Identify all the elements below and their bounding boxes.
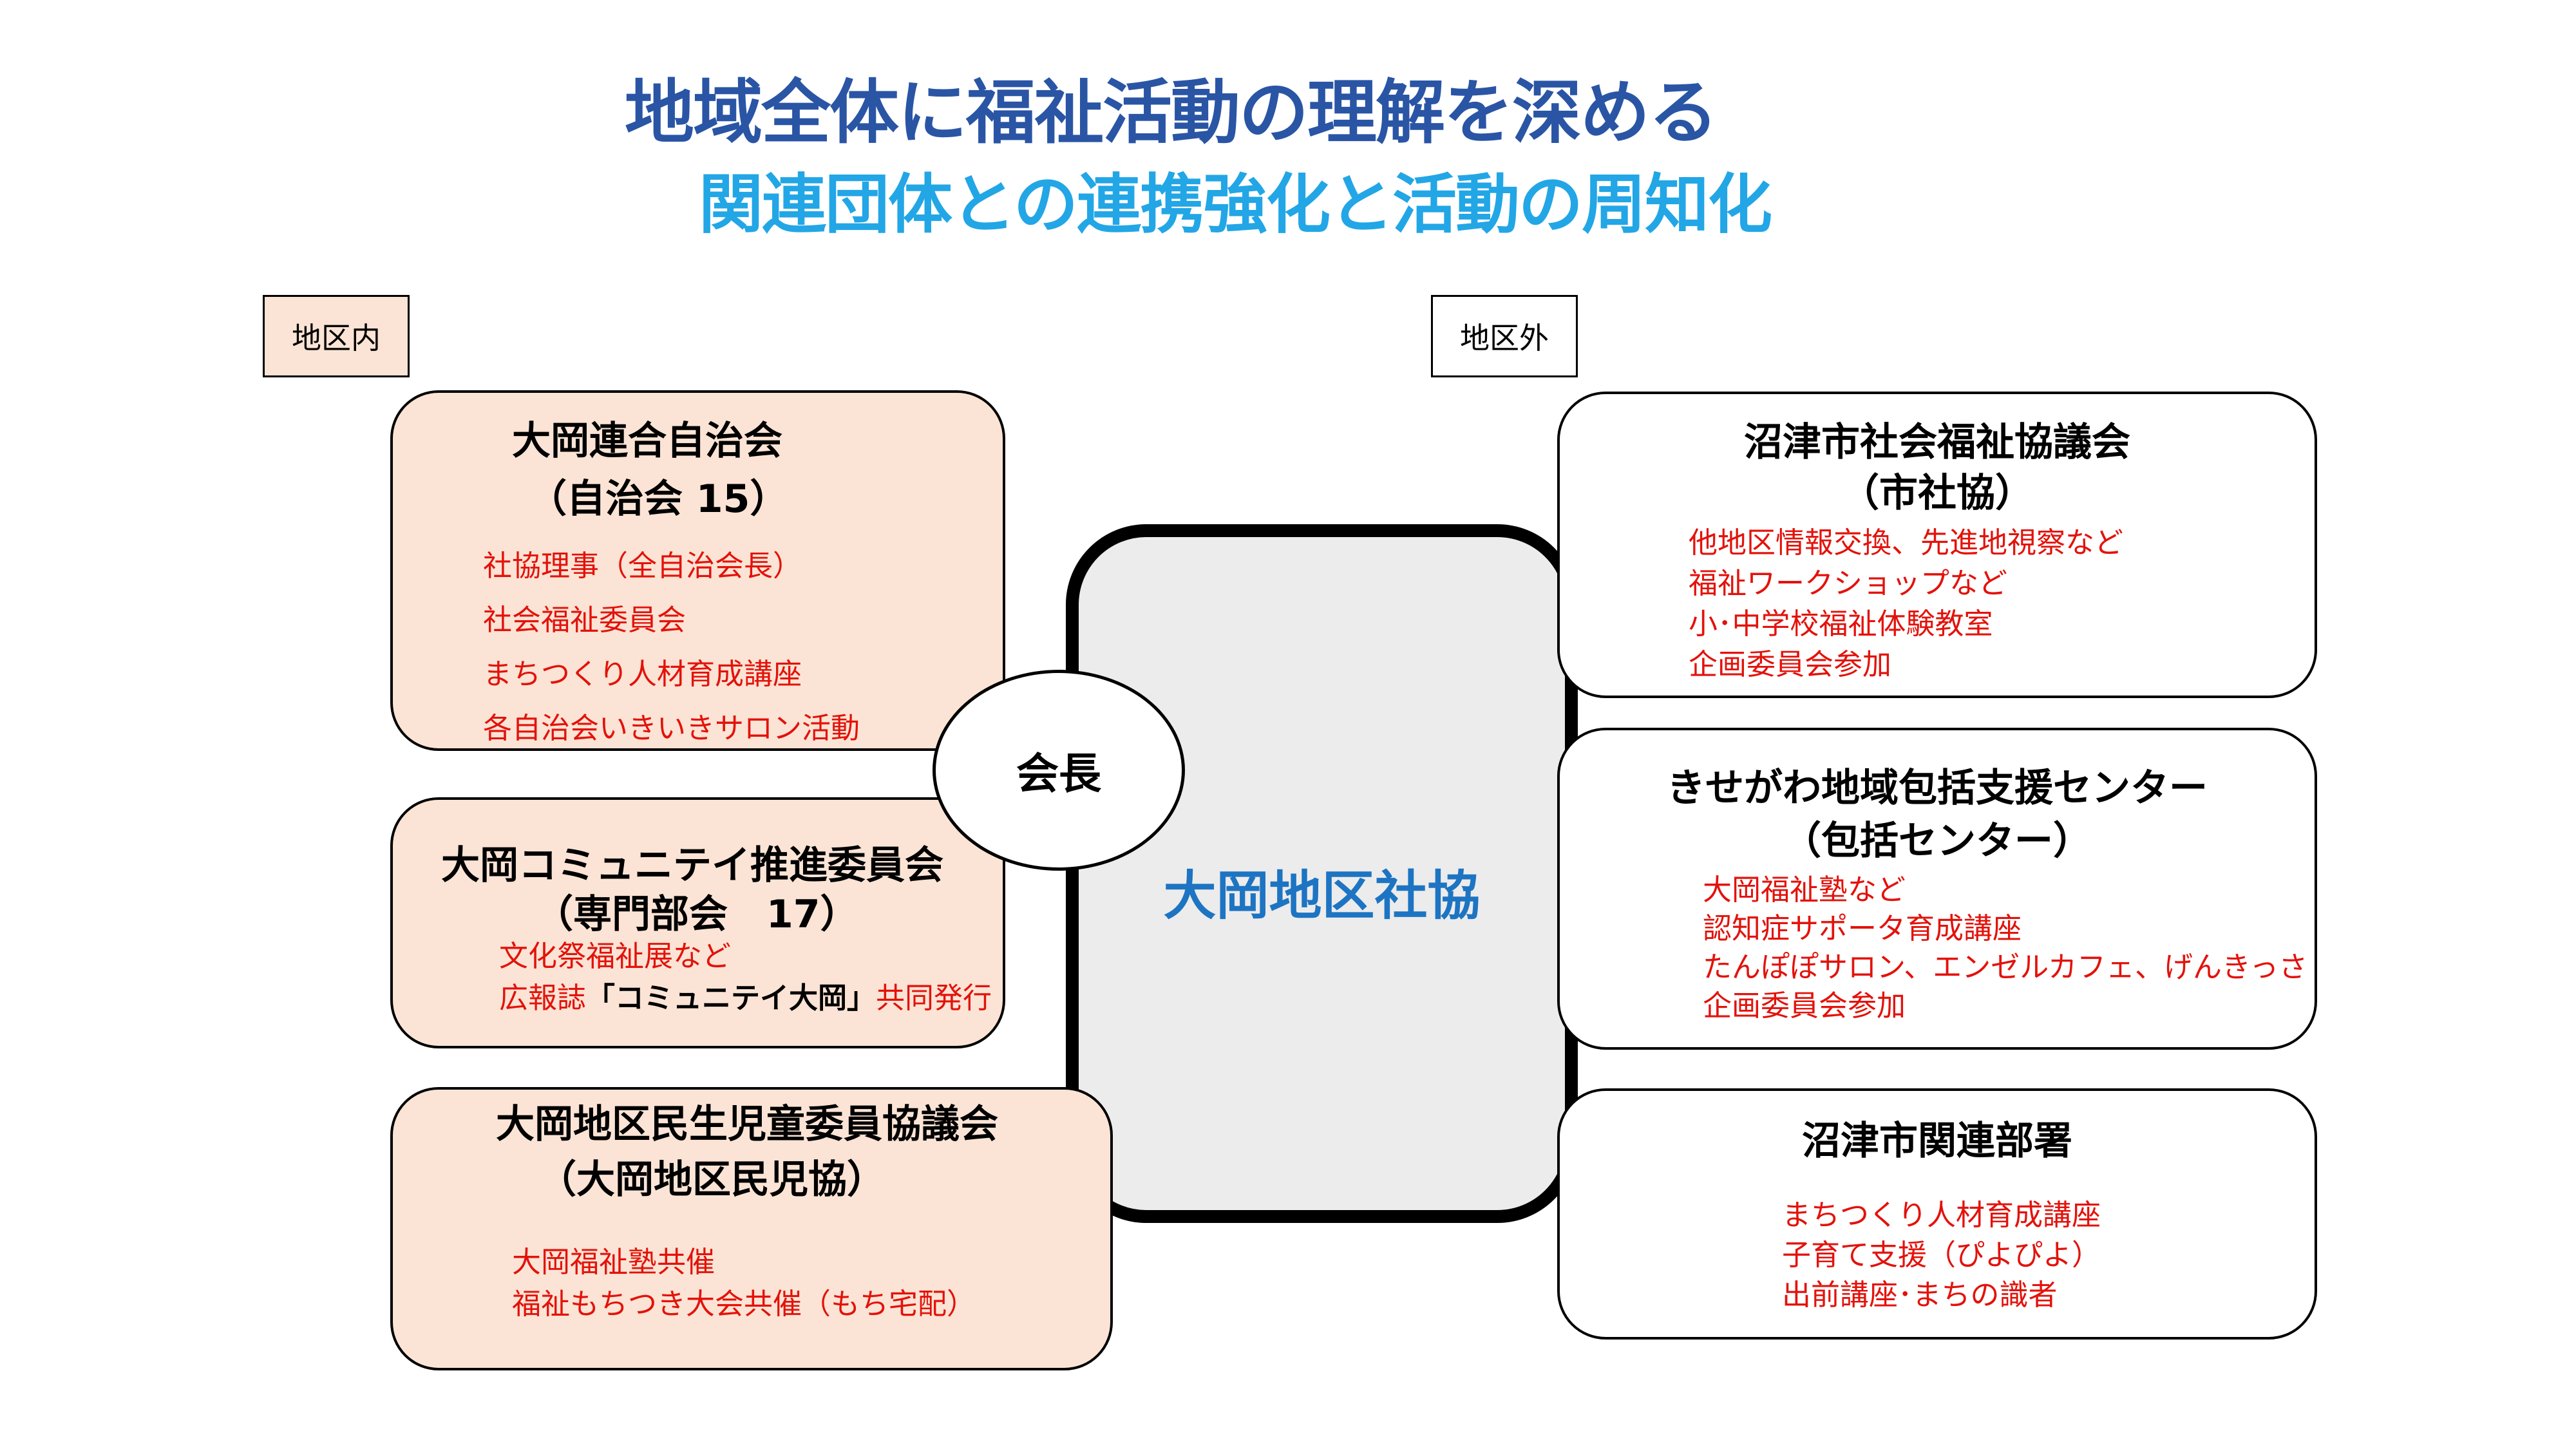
central-organization-box: 大岡地区社協 (1066, 524, 1578, 1223)
item-list: 文化祭福祉展など 広報誌「コミュニテイ大岡」共同発行 (499, 942, 992, 1012)
inside-box-community-suishin: 大岡コミュニテイ推進委員会 （専門部会 17） 文化祭福祉展など 広報誌「コミュ… (390, 797, 1005, 1048)
tag-outside-district: 地区外 (1431, 295, 1578, 377)
box-heading: 沼津市関連部署 (1802, 1119, 2072, 1164)
list-item: たんぽぽサロン、エンゼルカフェ、げんきっさ (1703, 950, 2308, 984)
list-item: 各自治会いきいきサロン活動 (483, 711, 860, 745)
list-item: 大岡福祉塾共催 (512, 1245, 715, 1279)
list-item: 子育て支援（ぴよぴよ） (1782, 1238, 2101, 1272)
box-heading: 大岡地区民生児童委員協議会 (496, 1102, 998, 1147)
item-list: 社協理事（全自治会長） 社会福祉委員会 まちつくり人材育成講座 各自治会いきいき… (483, 551, 860, 743)
list-item: 社会福祉委員会 (483, 603, 687, 637)
list-item: 社協理事（全自治会長） (483, 549, 802, 583)
outside-box-shakyo: 沼津市社会福祉協議会 （市社協） 他地区情報交換、先進地視察など 福祉ワークショ… (1557, 392, 2317, 698)
outside-box-hokatsu-center: きせがわ地域包括支援センター （包括センター） 大岡福祉塾など 認知症サポータ育… (1557, 728, 2317, 1050)
list-item: 企画委員会参加 (1689, 647, 1892, 681)
box-subheading: （市社協） (1841, 471, 2034, 516)
list-item: 他地区情報交換、先進地視察など (1689, 526, 2124, 560)
central-organization-label: 大岡地区社協 (1163, 866, 1481, 927)
box-subheading: （大岡地区民児協） (538, 1157, 886, 1202)
box-heading: 大岡連合自治会 (512, 419, 782, 464)
item-list: 他地区情報交換、先進地視察など 福祉ワークショップなど 小･中学校福祉体験教室 … (1689, 528, 2123, 679)
chairperson-ellipse: 会長 (933, 670, 1185, 871)
list-item: 文化祭福祉展など (499, 939, 732, 973)
item-list: 大岡福祉塾など 認知症サポータ育成講座 たんぽぽサロン、エンゼルカフェ、げんきっ… (1703, 875, 2307, 1020)
list-item: 企画委員会参加 (1703, 989, 1906, 1023)
list-item: 小･中学校福祉体験教室 (1689, 607, 1993, 641)
main-title: 地域全体に福祉活動の理解を深める (625, 73, 1718, 153)
list-item: まちつくり人材育成講座 (1782, 1198, 2101, 1232)
item-list: まちつくり人材育成講座 子育て支援（ぴよぴよ） 出前講座･まちの識者 (1782, 1200, 2101, 1309)
box-subheading: （包括センター） (1783, 819, 2092, 864)
list-item: 福祉もちつき大会共催（もち宅配） (512, 1287, 976, 1321)
list-item: まちつくり人材育成講座 (483, 657, 802, 691)
box-subheading: （専門部会 17） (535, 892, 859, 937)
tag-inside-district: 地区内 (263, 295, 410, 377)
list-item-kohoshi: 広報誌「コミュニテイ大岡」共同発行 (499, 983, 992, 1012)
list-item: 大岡福祉塾など (1703, 873, 1906, 907)
box-heading: 大岡コミュニテイ推進委員会 (441, 843, 943, 888)
list-item: 出前講座･まちの識者 (1782, 1278, 2058, 1312)
item-text-after: 共同発行 (876, 981, 992, 1015)
item-list: 大岡福祉塾共催 福祉もちつき大会共催（もち宅配） (512, 1247, 976, 1318)
item-text-publication-name: 「コミュニテイ大岡」 (586, 981, 876, 1015)
box-subheading: （自治会 15） (528, 477, 789, 522)
box-heading: きせがわ地域包括支援センター (1667, 766, 2208, 811)
item-text-before: 広報誌 (499, 981, 587, 1015)
box-heading: 沼津市社会福祉協議会 (1744, 420, 2130, 465)
sub-title: 関連団体との連携強化と活動の周知化 (699, 167, 1772, 242)
inside-box-minsei-jido: 大岡地区民生児童委員協議会 （大岡地区民児協） 大岡福祉塾共催 福祉もちつき大会… (390, 1087, 1113, 1370)
list-item: 福祉ワークショップなど (1689, 566, 2008, 600)
inside-box-rengo-jichikai: 大岡連合自治会 （自治会 15） 社協理事（全自治会長） 社会福祉委員会 まちつ… (390, 390, 1005, 751)
outside-box-shi-kanren-busho: 沼津市関連部署 まちつくり人材育成講座 子育て支援（ぴよぴよ） 出前講座･まちの… (1557, 1088, 2317, 1340)
list-item: 認知症サポータ育成講座 (1703, 911, 2022, 945)
